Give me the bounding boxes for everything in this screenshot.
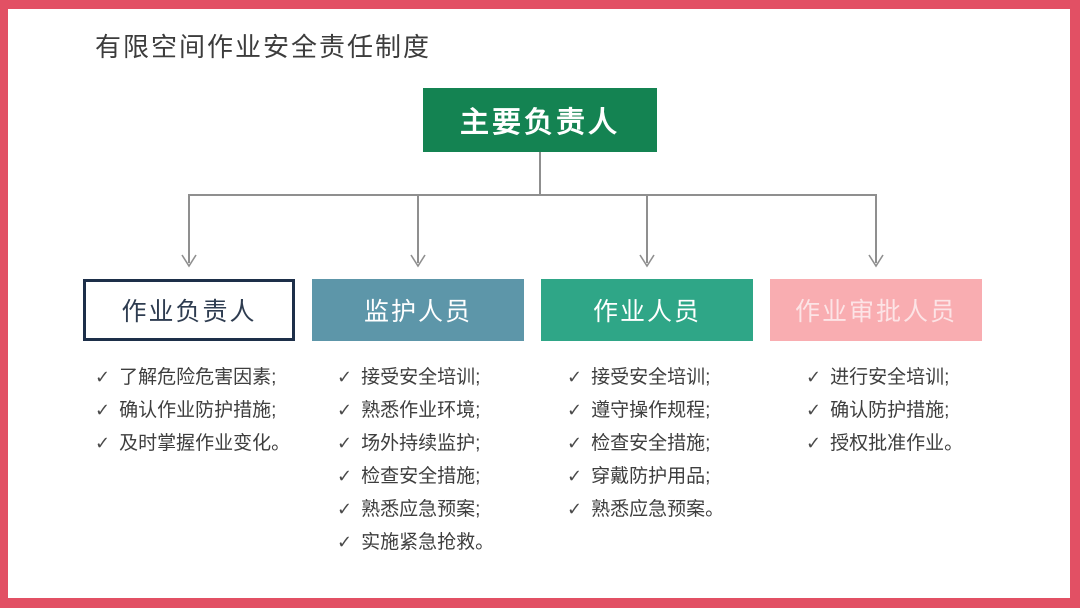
duty-text: 确认防护措施; [830, 400, 950, 421]
duty-text: 接受安全培训; [361, 367, 481, 388]
check-icon: ✓ [567, 466, 583, 486]
duty-item: ✓ 实施紧急抢救。 [337, 526, 494, 559]
org-branch-label: 作业负责人 [121, 298, 257, 326]
org-branch-label: 监护人员 [363, 298, 472, 326]
check-icon: ✓ [95, 400, 111, 420]
duty-text: 熟悉作业环境; [361, 400, 481, 421]
duty-text: 遵守操作规程; [591, 400, 711, 421]
duty-text: 实施紧急抢救。 [361, 532, 495, 553]
duty-item: ✓ 授权批准作业。 [806, 427, 963, 460]
check-icon: ✓ [337, 466, 353, 486]
check-icon: ✓ [567, 367, 583, 387]
check-icon: ✓ [337, 400, 353, 420]
duty-text: 了解危险危害因素; [119, 367, 277, 388]
duty-text: 检查安全措施; [361, 466, 481, 487]
org-branch-node: 作业人员 [541, 279, 753, 341]
duty-text: 检查安全措施; [591, 433, 711, 454]
duty-item: ✓ 接受安全培训; [337, 361, 494, 394]
duty-text: 熟悉应急预案。 [591, 499, 725, 520]
duty-item: ✓ 进行安全培训; [806, 361, 963, 394]
check-icon: ✓ [567, 400, 583, 420]
duty-list: ✓ 进行安全培训; ✓ 确认防护措施; ✓ 授权批准作业。 [806, 361, 963, 460]
duty-text: 场外持续监护; [361, 433, 481, 454]
check-icon: ✓ [337, 433, 353, 453]
duty-item: ✓ 及时掌握作业变化。 [95, 427, 290, 460]
duty-list: ✓ 了解危险危害因素; ✓ 确认作业防护措施; ✓ 及时掌握作业变化。 [95, 361, 290, 460]
duty-item: ✓ 熟悉应急预案; [337, 493, 494, 526]
org-root-node: 主要负责人 [423, 88, 657, 152]
check-icon: ✓ [337, 499, 353, 519]
org-root-label: 主要负责人 [459, 107, 620, 139]
check-icon: ✓ [337, 367, 353, 387]
duty-list: ✓ 接受安全培训; ✓ 遵守操作规程; ✓ 检查安全措施; ✓ 穿戴防护用品; ✓ 熟悉应急预案。 [567, 361, 724, 526]
check-icon: ✓ [337, 532, 353, 552]
duty-item: ✓ 遵守操作规程; [567, 394, 724, 427]
duty-list: ✓ 接受安全培训; ✓ 熟悉作业环境; ✓ 场外持续监护; ✓ 检查安全措施; ✓ 熟悉应急预案;… [337, 361, 494, 559]
duty-item: ✓ 确认作业防护措施; [95, 394, 290, 427]
duty-text: 穿戴防护用品; [591, 466, 711, 487]
check-icon: ✓ [806, 433, 822, 453]
duty-text: 及时掌握作业变化。 [119, 433, 291, 454]
check-icon: ✓ [95, 433, 111, 453]
org-branch-node: 监护人员 [312, 279, 524, 341]
duty-text: 接受安全培训; [591, 367, 711, 388]
duty-item: ✓ 场外持续监护; [337, 427, 494, 460]
org-branch-label: 作业人员 [592, 298, 701, 326]
check-icon: ✓ [567, 499, 583, 519]
org-branch-label: 作业审批人员 [794, 298, 957, 326]
slide-title: 有限空间作业安全责任制度 [95, 32, 432, 62]
org-branch-node: 作业审批人员 [770, 279, 982, 341]
duty-item: ✓ 穿戴防护用品; [567, 460, 724, 493]
duty-item: ✓ 检查安全措施; [567, 427, 724, 460]
duty-item: ✓ 确认防护措施; [806, 394, 963, 427]
duty-item: ✓ 熟悉应急预案。 [567, 493, 724, 526]
check-icon: ✓ [567, 433, 583, 453]
duty-text: 进行安全培训; [830, 367, 950, 388]
check-icon: ✓ [806, 367, 822, 387]
check-icon: ✓ [806, 400, 822, 420]
duty-item: ✓ 检查安全措施; [337, 460, 494, 493]
duty-item: ✓ 熟悉作业环境; [337, 394, 494, 427]
duty-item: ✓ 接受安全培训; [567, 361, 724, 394]
duty-item: ✓ 了解危险危害因素; [95, 361, 290, 394]
duty-text: 授权批准作业。 [830, 433, 964, 454]
duty-text: 确认作业防护措施; [119, 400, 277, 421]
duty-text: 熟悉应急预案; [361, 499, 481, 520]
check-icon: ✓ [95, 367, 111, 387]
org-branch-node: 作业负责人 [83, 279, 295, 341]
